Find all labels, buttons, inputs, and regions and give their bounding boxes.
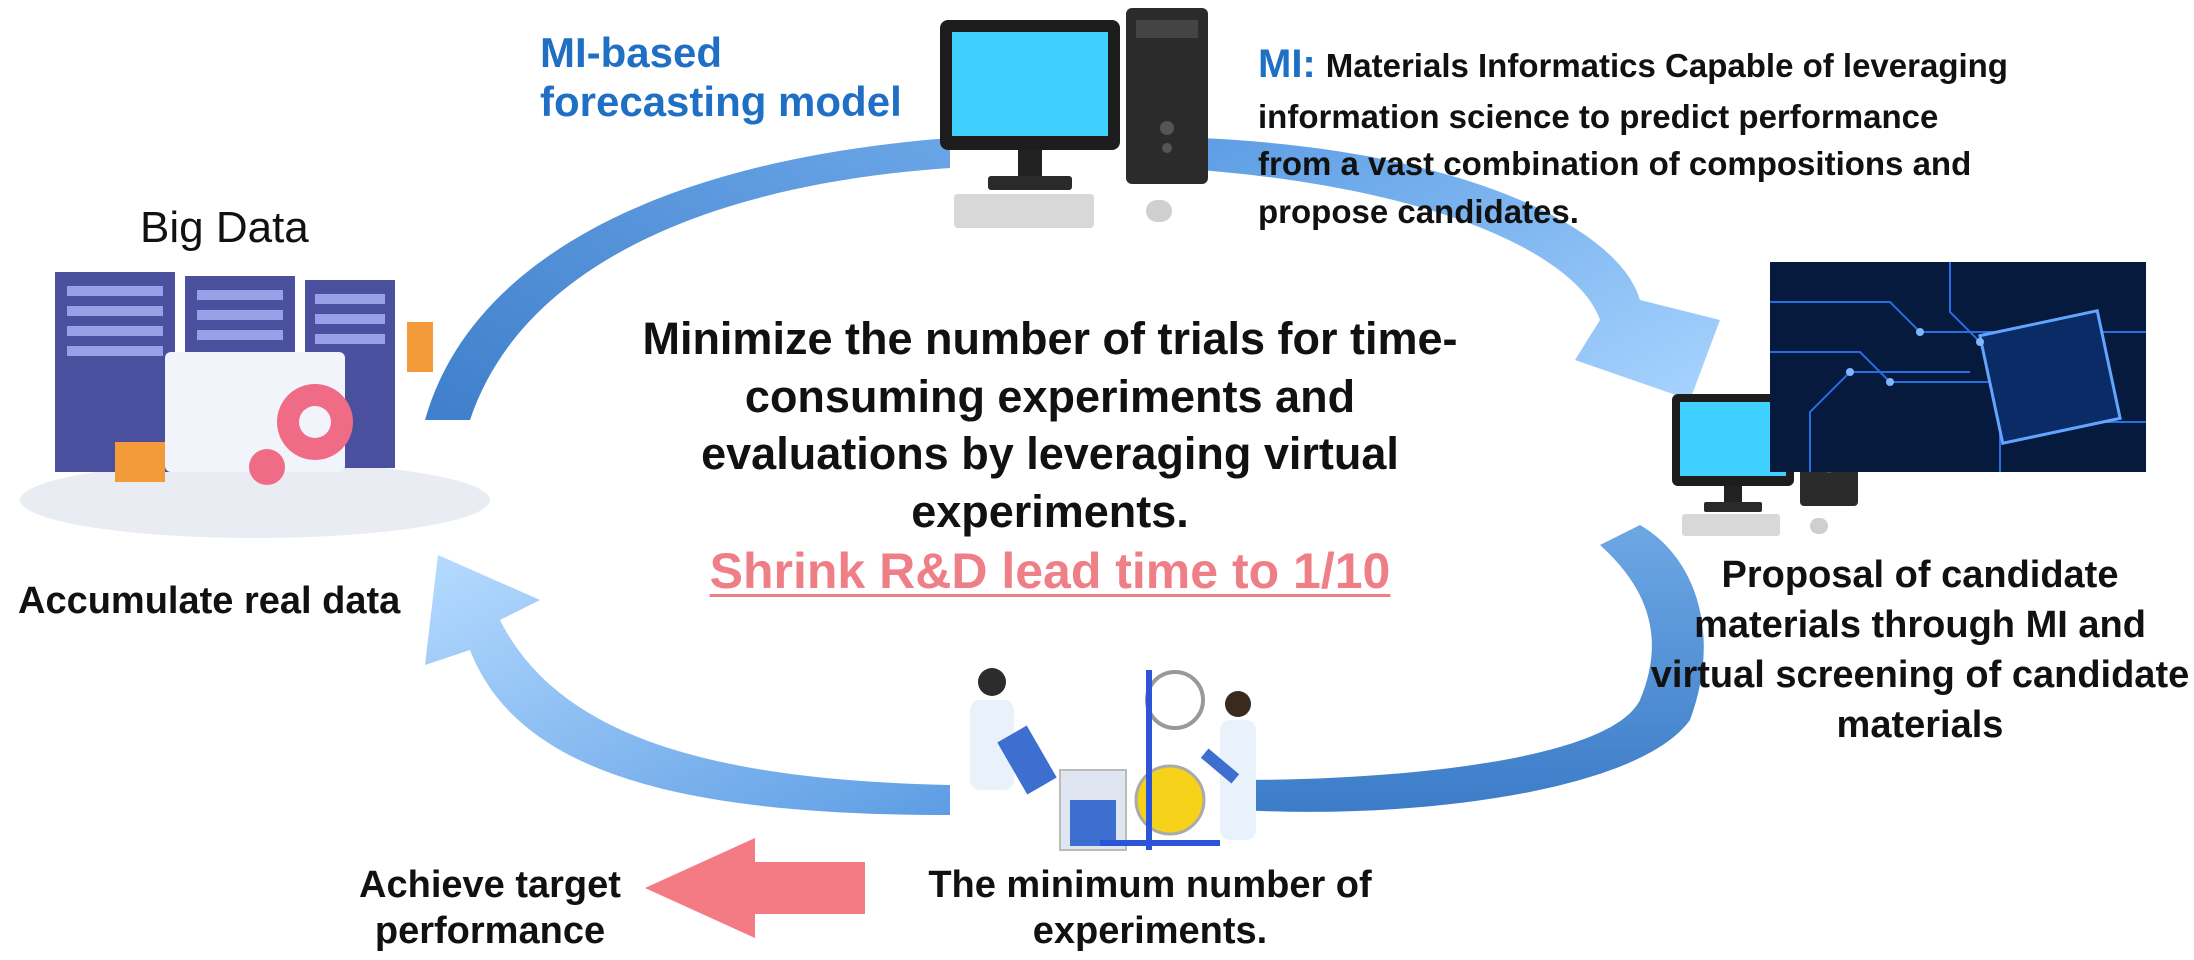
min-experiments-label: The minimum number of experiments. bbox=[928, 864, 1372, 953]
mi-definition-text: Materials Informatics Capable of leverag… bbox=[1258, 47, 2008, 230]
arc-top-right bbox=[1200, 138, 1720, 400]
mi-definition-block: MI:Materials Informatics Capable of leve… bbox=[1258, 36, 2018, 235]
desktop-computer-icon bbox=[940, 8, 1208, 228]
achieve-label: Achieve target performance bbox=[359, 864, 621, 953]
arc-right-bottom bbox=[1240, 525, 1704, 812]
mi-model-line1: MI-based bbox=[540, 29, 723, 76]
laboratory-scientists-illustration bbox=[970, 668, 1256, 851]
center-statement: Minimize the number of trials for time-c… bbox=[642, 313, 1458, 537]
mi-model-label: MI-based forecasting model bbox=[540, 28, 960, 126]
achieve-arrow bbox=[645, 838, 865, 938]
proposal-label: Proposal of candidate materials through … bbox=[1650, 554, 2190, 747]
accumulate-label: Accumulate real data bbox=[18, 580, 401, 622]
shrink-highlight: Shrink R&D lead time to 1/10 bbox=[709, 543, 1391, 599]
mi-key-label: MI: bbox=[1258, 42, 1316, 86]
big-data-label: Big Data bbox=[140, 203, 309, 252]
server-racks-illustration bbox=[20, 272, 490, 538]
arc-left-top bbox=[425, 138, 950, 420]
mi-model-line2: forecasting model bbox=[540, 78, 902, 126]
arc-bottom-left bbox=[425, 555, 950, 815]
circuit-board-image bbox=[1770, 262, 2146, 472]
